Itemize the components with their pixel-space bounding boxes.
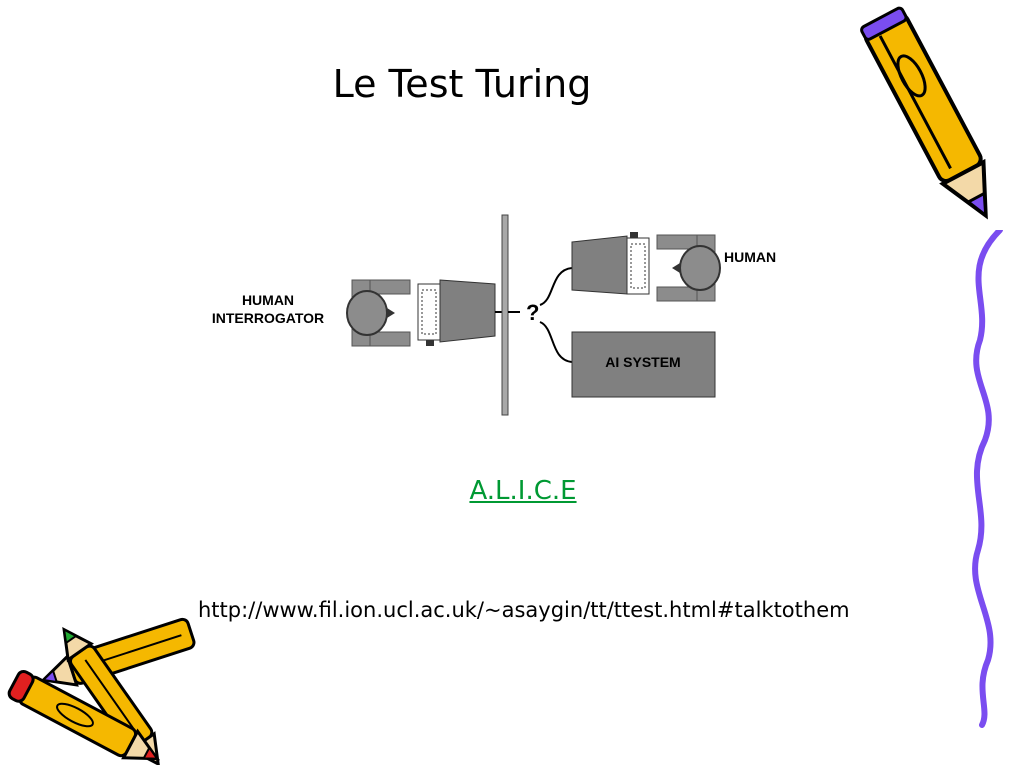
interrogator-label-line1: HUMAN <box>242 292 294 308</box>
alice-link[interactable]: A.L.I.C.E <box>469 476 577 506</box>
turing-test-diagram: HUMAN INTERROGATOR ? HUMAN <box>212 214 776 416</box>
person-topview-icon <box>346 279 411 347</box>
person-topview-icon <box>656 234 721 302</box>
slide-title: Le Test Turing <box>332 62 592 106</box>
pencil-icon <box>860 6 988 220</box>
computer-terminal-icon <box>417 279 496 346</box>
question-mark: ? <box>526 300 539 325</box>
ai-system-label: AI SYSTEM <box>605 354 680 370</box>
ai-system-box <box>571 331 716 398</box>
wavy-border-line <box>972 230 1003 728</box>
human-label: HUMAN <box>724 249 776 265</box>
url-text: http://www.fil.ion.ucl.ac.uk/~asaygin/tt… <box>198 598 850 622</box>
crossed-pencils-icon <box>7 617 196 765</box>
computer-terminal-icon <box>571 232 650 295</box>
interrogator-label-line2: INTERROGATOR <box>212 310 324 326</box>
